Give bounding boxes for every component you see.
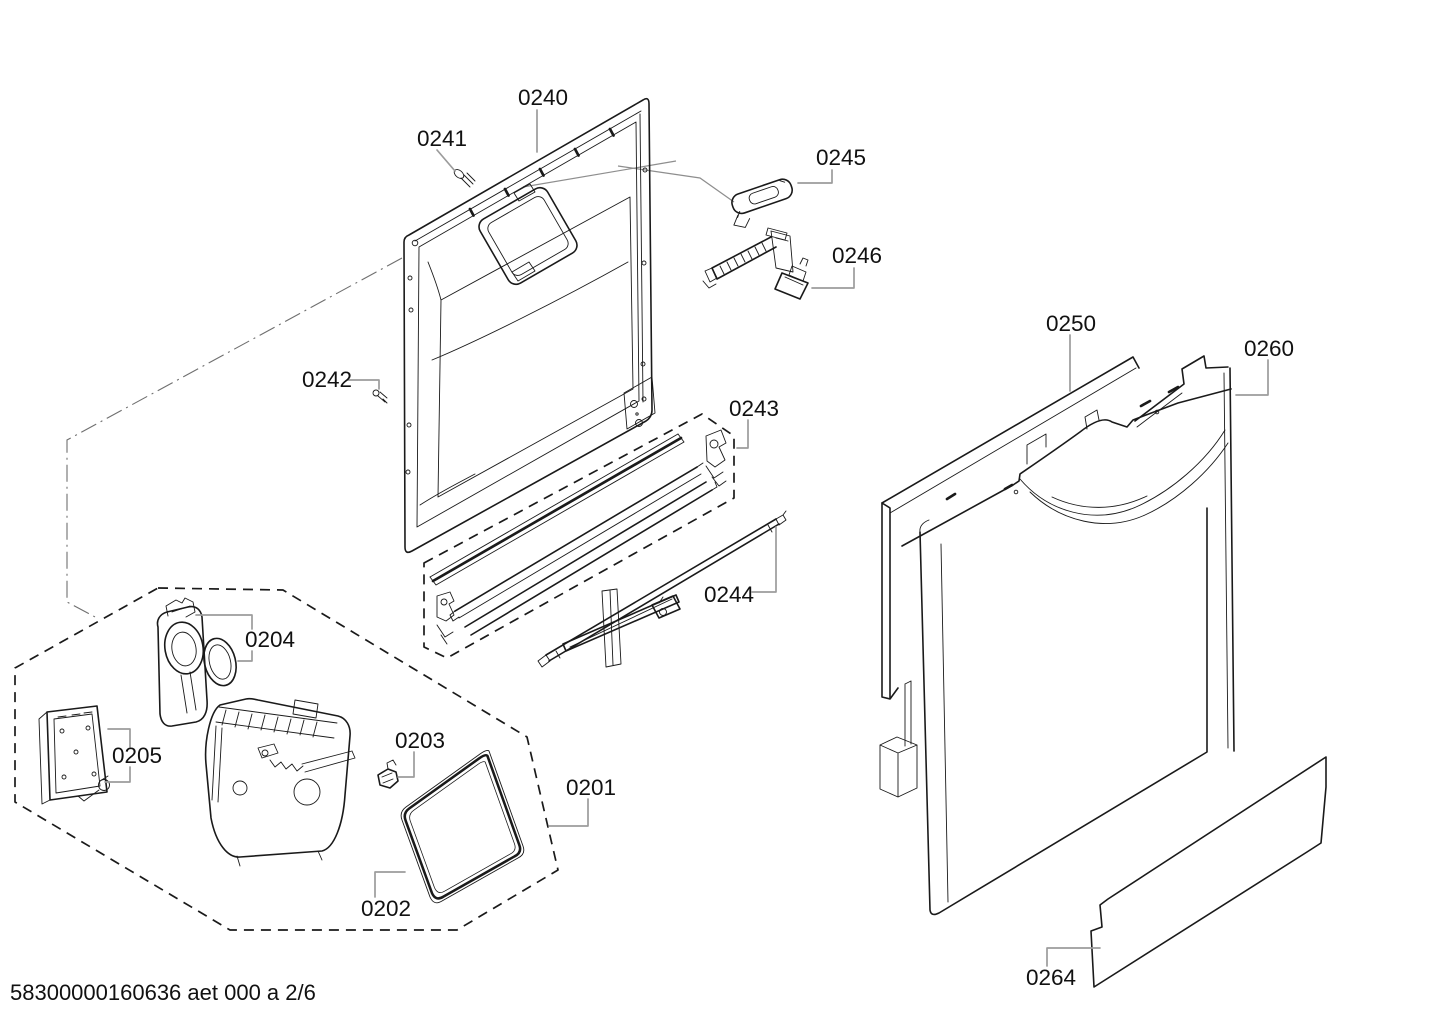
leader-0241: [436, 149, 456, 172]
part-label-0260: 0260: [1244, 336, 1294, 361]
vent-funnel-0204-drawing: [156, 597, 208, 727]
part-label-0250: 0250: [1046, 311, 1096, 336]
part-label-0242: 0242: [302, 367, 352, 392]
part-label-0245: 0245: [816, 145, 866, 170]
hinge-lever-0245-drawing: [731, 178, 793, 228]
part-label-0202: 0202: [361, 896, 411, 921]
part-label-0264: 0264: [1026, 965, 1076, 990]
door-screw-holes: [405, 167, 648, 475]
part-label-0243: 0243: [729, 396, 779, 421]
seal-strip-group: [423, 413, 735, 659]
strip-clip-left: [436, 591, 455, 645]
leader-0242: [347, 379, 380, 390]
part-label-0241: 0241: [417, 126, 467, 151]
document-id-footer: 58300000160636 aet 000 a 2/6: [10, 980, 316, 1005]
clip-0203-drawing: [377, 759, 399, 789]
door-hinge-bracket: [623, 376, 656, 430]
leader-0245: [797, 169, 833, 184]
base-strip-0264-drawing: [1090, 756, 1327, 988]
leader-0203: [397, 751, 415, 778]
leader-0205-a: [107, 728, 131, 748]
detergent-hatch-opening: [478, 186, 578, 286]
linkage-rod-0244-drawing: [537, 510, 787, 668]
screw-0241-drawing: [453, 169, 476, 188]
spring-drawing: [77, 775, 110, 802]
leader-0243: [736, 419, 749, 449]
decor-panel-0260-drawing: [1134, 355, 1235, 752]
part-labels: 0240 0241 0242 0243 0244 0245 0246 0250 …: [112, 85, 1294, 990]
inner-door-panel-drawing: [403, 97, 656, 554]
screw-0242-drawing: [372, 389, 388, 404]
part-label-0244: 0244: [704, 582, 754, 607]
projection-lines: [66, 160, 735, 619]
mounting-pad-0205-drawing: [38, 705, 108, 805]
leader-0201: [548, 798, 589, 827]
leader-0204-a: [195, 614, 253, 630]
leader-0205-b: [104, 766, 131, 783]
leader-0260: [1235, 359, 1269, 396]
part-label-0201: 0201: [566, 775, 616, 800]
leader-0244: [751, 526, 777, 593]
part-label-0204: 0204: [245, 627, 295, 652]
dispenser-assembly-drawing: [204, 697, 356, 867]
leader-0246: [811, 267, 855, 289]
leader-0264: [1046, 947, 1101, 967]
part-label-0246: 0246: [832, 243, 882, 268]
outer-door-panel-0250-drawing: [879, 356, 1232, 916]
leader-0202: [374, 871, 406, 898]
part-label-0205: 0205: [112, 743, 162, 768]
hinge-arm-0246-drawing: [702, 227, 809, 300]
part-label-0240: 0240: [518, 85, 568, 110]
seal-ring-drawing: [203, 637, 237, 687]
door-latch-tab: [511, 261, 536, 282]
leader-lines: [104, 109, 1269, 967]
strip-clip-right: [705, 429, 727, 487]
leader-0204-b: [237, 650, 253, 662]
door-front-assembly-group: [14, 587, 559, 931]
gasket-frame-0202-drawing: [400, 749, 525, 904]
part-label-0203: 0203: [395, 728, 445, 753]
